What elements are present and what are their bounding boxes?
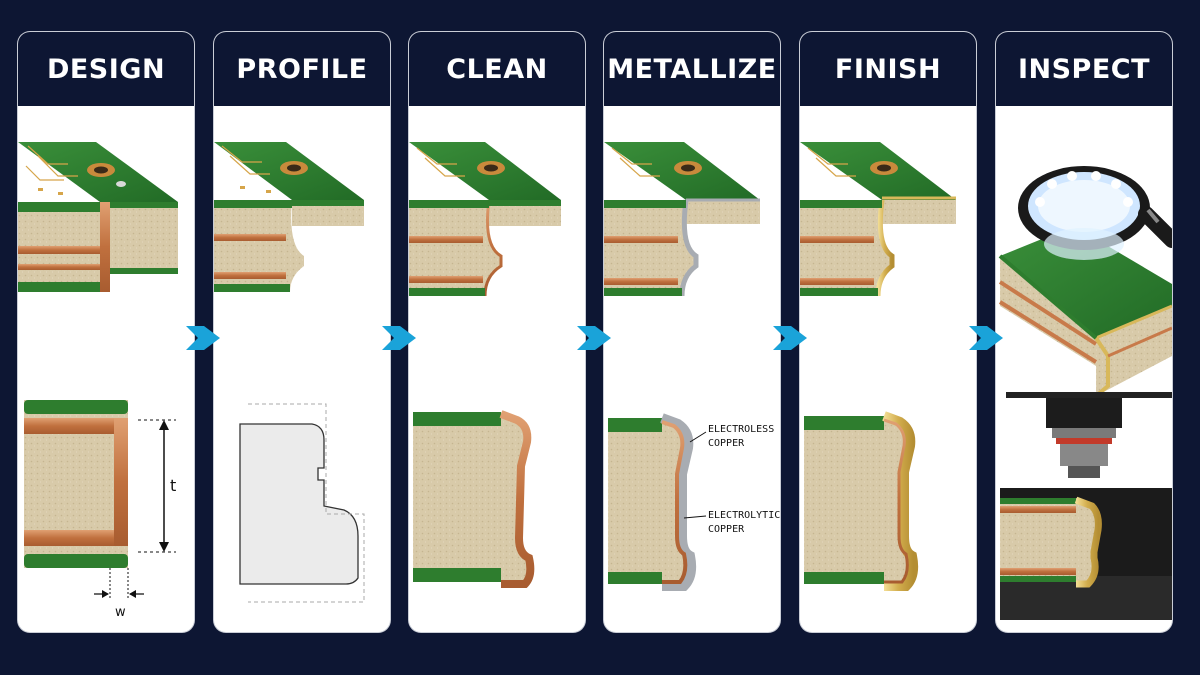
chevron-right-icon <box>382 326 416 350</box>
step-title: INSPECT <box>996 32 1172 106</box>
electrolytic-layer <box>661 420 688 584</box>
chevron-right-icon <box>969 326 1003 350</box>
step-title: DESIGN <box>18 32 194 106</box>
electrolytic-label-2: COPPER <box>708 524 745 535</box>
microscope-objective-icon <box>1046 398 1122 478</box>
width-label: w <box>115 605 126 620</box>
design-illustration: t w <box>18 142 178 620</box>
finish-illustration <box>800 142 956 591</box>
chevron-right-icon <box>577 326 611 350</box>
metallize-illustration: ELECTROLESS COPPER ELECTROLYTIC COPPER <box>604 142 780 591</box>
step-title: PROFILE <box>214 32 390 106</box>
electroless-label-2: COPPER <box>708 438 745 449</box>
electroless-label-1: ELECTROLESS <box>708 424 774 435</box>
thickness-label: t <box>170 476 176 495</box>
chevron-right-icon <box>773 326 807 350</box>
step-title: CLEAN <box>409 32 585 106</box>
electrolytic-label-1: ELECTROLYTIC <box>708 510 780 521</box>
step-title: METALLIZE <box>604 32 780 106</box>
gold-finish-layer <box>882 411 919 591</box>
clean-illustration <box>409 142 561 588</box>
step-panel-profile: PROFILE <box>214 32 390 632</box>
step-panel-inspect: INSPECT <box>996 32 1172 632</box>
electroless-layer <box>660 413 697 591</box>
step-panel-clean: CLEAN <box>409 32 585 632</box>
step-panel-metallize: METALLIZE ELECTROLESS COPPER ELECTROLYTI… <box>604 32 780 632</box>
step-panel-design: DESIGN t w <box>18 32 194 632</box>
step-title: FINISH <box>800 32 976 106</box>
chevron-right-icon <box>186 326 220 350</box>
step-panel-finish: FINISH <box>800 32 976 632</box>
magnifier-icon <box>1018 166 1172 260</box>
inspect-illustration <box>998 166 1172 620</box>
profile-outline <box>239 423 359 585</box>
profile-illustration <box>214 142 365 603</box>
